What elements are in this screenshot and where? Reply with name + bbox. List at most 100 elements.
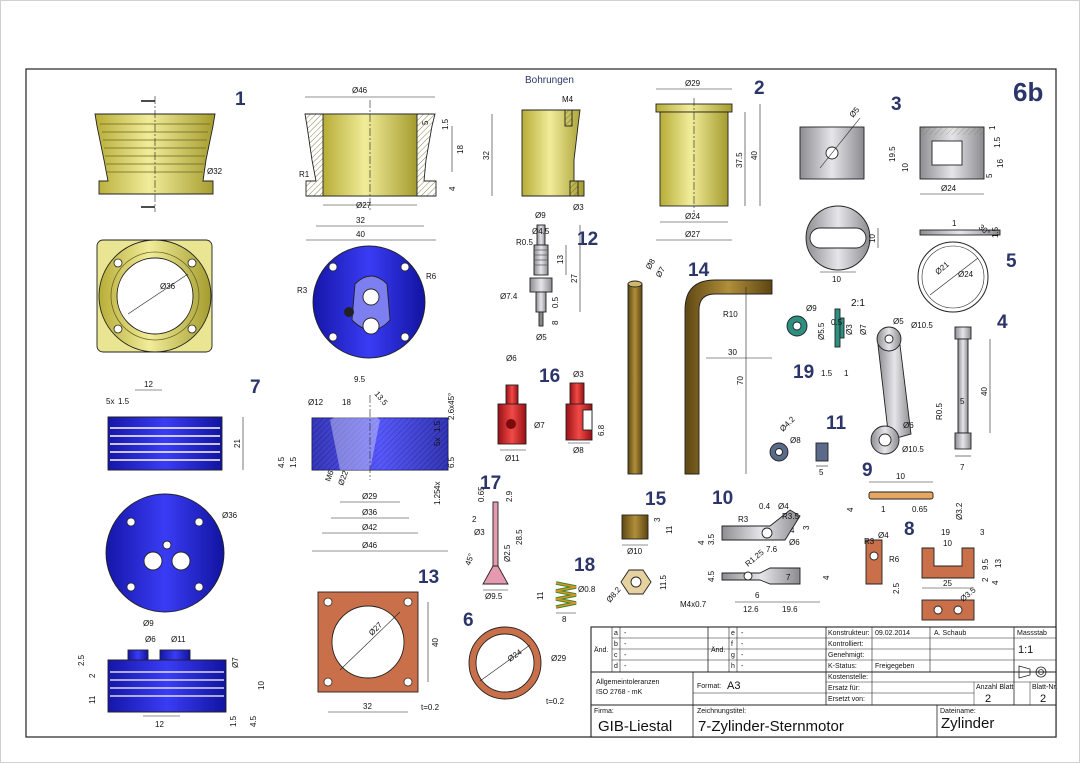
part-number-7: 7: [250, 377, 261, 398]
dimension-label: 40: [356, 230, 365, 239]
firma-value: GIB-Liestal: [598, 718, 672, 735]
dimension-label: 13: [994, 559, 1003, 568]
dimension-label: Ø36: [362, 508, 378, 517]
part-7-bottom-view: Ø36: [105, 493, 238, 613]
dimension-label: 10: [868, 234, 877, 243]
dimension-label: 37.5: [735, 152, 744, 168]
part-number-6: 6: [463, 610, 474, 631]
dimension-label: 12: [144, 380, 153, 389]
dimension-label: 4.5: [277, 456, 286, 468]
dimension-label: 1.5: [118, 397, 130, 406]
dimension-label: 32: [356, 216, 365, 225]
dimension-label: 4.5: [707, 570, 716, 582]
dimension-label: 3: [980, 528, 985, 537]
kostenstelle-label: Kostenstelle:: [828, 674, 868, 681]
dimension-label: Ø7.4: [500, 292, 518, 301]
dimension-label: 0.5: [551, 296, 560, 308]
dimension-label: b: [614, 641, 618, 648]
dimension-label: 21: [233, 439, 242, 448]
dimension-label: Ø10.5: [902, 445, 924, 454]
part-18-spring: 11 Ø0.8 8: [536, 581, 596, 624]
dimension-label: 18: [456, 145, 465, 154]
dimension-label: t=0.2: [421, 703, 440, 712]
section-label-bohrungen: Bohrungen: [525, 75, 574, 86]
dimension-label: -: [624, 663, 627, 670]
part-12-spark-plug: Ø9 Ø4.5 R0.5 13 27 Ø7.4 0.5 8 Ø5: [500, 211, 581, 342]
anzahl-blatt-label: Anzahl Blatt: [976, 684, 1013, 691]
dimension-label: 2: [88, 673, 97, 678]
dimension-label: a: [614, 630, 618, 637]
part-7-radius-r3: R3: [297, 286, 308, 295]
dimension-label: Ø4.5: [532, 227, 550, 236]
dimension-label: -: [741, 652, 744, 659]
dimension-label: 5: [421, 120, 430, 125]
dimension-label: Ø6: [903, 421, 914, 430]
part-7-radius-r6: R6: [426, 272, 437, 281]
dimension-label: 40: [980, 387, 989, 396]
dimension-label: M4x0.7: [680, 600, 707, 609]
dimension-label: Ø29: [362, 492, 378, 501]
dimension-label: 4: [846, 507, 855, 512]
dimension-label: 0.5: [831, 318, 843, 327]
dimension-label: 3.5: [707, 533, 716, 545]
dimension-label: Ø7: [231, 657, 240, 668]
dimension-label: 2:1: [851, 298, 865, 309]
dimension-label: 6.5: [447, 456, 456, 468]
dimension-label: g: [731, 652, 735, 659]
part-number-2: 2: [754, 78, 765, 99]
part-number-5: 5: [1006, 251, 1017, 272]
part-number-16: 16: [539, 366, 560, 387]
dimension-label: 4: [822, 575, 831, 580]
dimension-label: Ø24: [958, 270, 974, 279]
format-label: Format:: [697, 683, 721, 690]
part-19-disc: Ø9 2:1 0.5 Ø5.5 Ø3 Ø7 1.5 1: [786, 298, 868, 378]
part-number-18: 18: [574, 555, 595, 576]
dimension-label: Ø29: [685, 79, 701, 88]
dimension-label: R3: [864, 537, 875, 546]
dimension-label: 7: [786, 573, 791, 582]
part-number-13: 13: [418, 567, 439, 588]
dimension-label: 1: [844, 369, 849, 378]
dimension-label: 4: [697, 540, 706, 545]
drawing-frame: [25, 68, 1057, 738]
dimension-label: M4: [562, 95, 574, 104]
dimension-label: 16: [996, 159, 1005, 168]
part-1-front-view: Ø32: [94, 96, 223, 212]
dimension-label: Ø36: [160, 282, 176, 291]
dimension-label: 4: [448, 186, 457, 191]
dimension-label: 2: [472, 515, 477, 524]
kstatus-label: K-Status:: [828, 663, 857, 670]
zeichnungstitel-label: Zeichnungstitel:: [697, 708, 746, 715]
dimension-label: Ø8: [573, 446, 584, 455]
part-number-15: 15: [645, 489, 667, 510]
dimension-label: Änd.: [711, 646, 725, 654]
dimension-label: 10: [896, 472, 905, 481]
dimension-label: Ø0.8: [578, 585, 596, 594]
dimension-label: Ø9.5: [485, 592, 503, 601]
dimension-label: R6: [889, 555, 900, 564]
dimension-label: R0.5: [935, 403, 944, 420]
dimension-label: h: [731, 663, 735, 670]
dimension-label: t=0.2: [546, 697, 565, 706]
dimension-label: Ø24: [685, 212, 701, 221]
dimension-label: Änd.: [594, 646, 608, 654]
dimension-label: Ø6: [145, 635, 156, 644]
dimension-label: 6: [755, 591, 760, 600]
kontrolliert-label: Kontrolliert:: [828, 641, 863, 648]
dimension-label: 18: [342, 398, 351, 407]
dimension-label: R1: [299, 170, 310, 179]
dimension-label: Ø6: [789, 538, 800, 547]
dimension-label: Ø5.5: [817, 322, 826, 340]
dimension-label: 8: [551, 320, 560, 325]
part-7-cylinder-head-top: 10: [312, 245, 426, 359]
part-number-8: 8: [904, 519, 915, 540]
dateiname-value: Zylinder: [941, 715, 994, 732]
dimension-label: 2.5: [77, 654, 86, 666]
dimension-label: 4x: [433, 482, 442, 490]
ersatz-fuer-label: Ersatz für:: [828, 685, 860, 692]
dimension-label: 9.5: [981, 558, 990, 570]
format-value: A3: [727, 680, 740, 692]
konstrukteur-label: Konstrukteur:: [828, 630, 870, 637]
dimension-label: 11: [665, 525, 674, 534]
dimension-label: 5x: [433, 438, 442, 446]
